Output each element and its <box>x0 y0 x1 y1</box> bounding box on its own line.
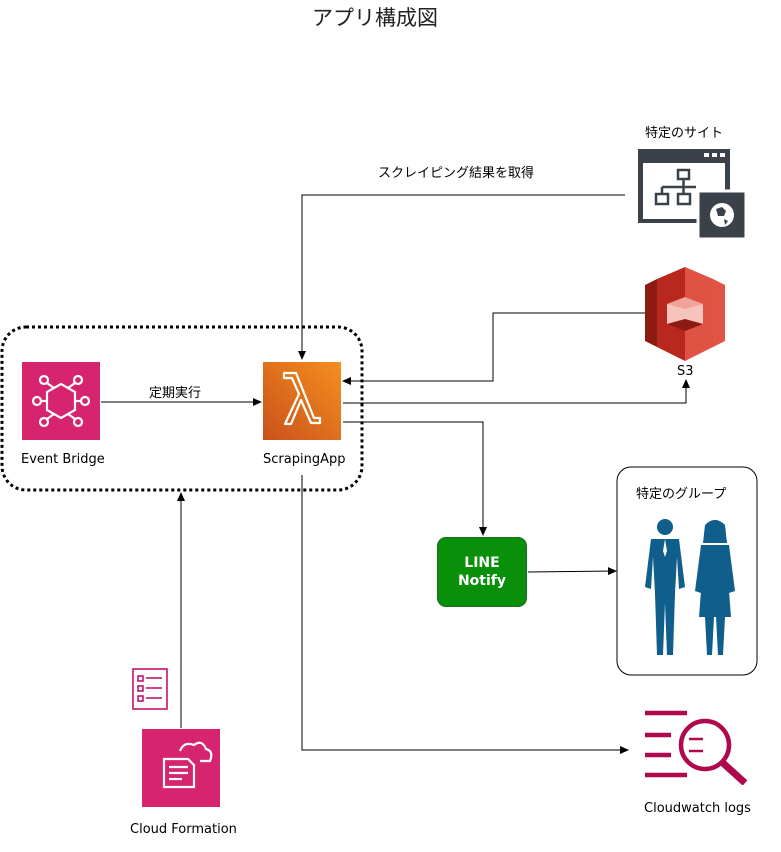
line-notify-box: LINE Notify <box>437 537 527 607</box>
edge-label-scheduled-run: 定期実行 <box>149 386 202 401</box>
s3-bucket-icon <box>645 267 725 361</box>
edge-app-to-cloudwatch <box>301 475 629 754</box>
edge-app-to-s3 <box>343 379 690 404</box>
website-icon <box>638 149 748 241</box>
group-label: 特定のグループ <box>636 487 727 502</box>
eventbridge-icon <box>22 362 100 440</box>
s3-label: S3 <box>677 364 694 379</box>
edge-app-to-notify <box>343 421 487 536</box>
ecs-group-boundary <box>0 325 364 492</box>
line-notify-label-line1: LINE <box>464 555 500 571</box>
cloudwatch-logs-icon <box>645 710 748 785</box>
cloudformation-icon <box>142 729 220 807</box>
edge-notify-to-group <box>527 567 617 576</box>
site-label: 特定のサイト <box>645 126 724 141</box>
edge-site-to-app <box>298 194 625 360</box>
lambda-icon <box>263 362 341 440</box>
template-icon <box>132 668 168 710</box>
people-icon <box>645 519 735 655</box>
page-title: アプリ構成図 <box>312 6 438 30</box>
edge-s3-to-app <box>342 312 645 385</box>
edge-label-scrape-result: スクレイピング結果を取得 <box>378 166 535 181</box>
scraping-app-label: ScrapingApp <box>263 452 346 467</box>
line-notify-label-line2: Notify <box>457 573 507 589</box>
eventbridge-label: Event Bridge <box>21 452 105 467</box>
cloudwatch-label: Cloudwatch logs <box>644 801 751 816</box>
cloudformation-label: Cloud Formation <box>130 822 237 837</box>
